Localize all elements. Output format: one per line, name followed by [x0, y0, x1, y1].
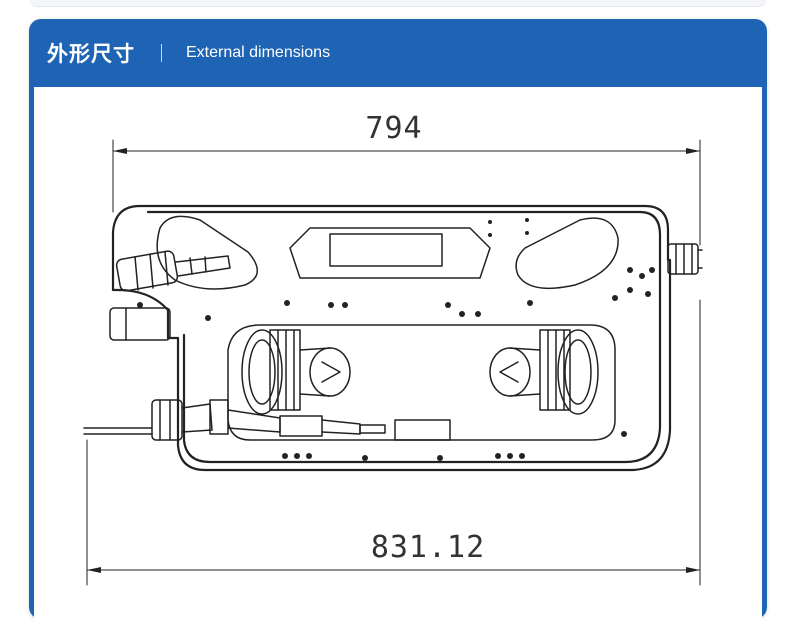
bottom-dimension-label: 831.12 [371, 530, 485, 565]
bottom-dimension: 831.12 [86, 299, 701, 586]
left-thruster-cutout [115, 215, 258, 292]
header-divider [161, 44, 162, 62]
panel-body [34, 87, 762, 627]
technical-drawing: 794 831.12 [83, 111, 703, 586]
top-dimension-label: 794 [365, 111, 422, 146]
top-strip [30, 0, 766, 7]
center-opening [227, 324, 616, 441]
panel-title-zh: 外形尺寸 [47, 42, 135, 66]
right-center-thruster [489, 329, 599, 415]
lower-cable-assembly [83, 399, 451, 441]
right-cutout [515, 217, 619, 290]
top-dimension: 794 [112, 111, 701, 246]
dimensions-panel: 外形尺寸 External dimensions [29, 19, 767, 627]
left-handle [109, 307, 171, 341]
panel-title-en: External dimensions [186, 44, 331, 61]
right-connector [667, 243, 703, 275]
panel-header: 外形尺寸 External dimensions [29, 19, 767, 87]
top-handle [289, 227, 491, 279]
mounting-holes [137, 218, 655, 461]
left-center-thruster [241, 329, 351, 415]
frame-outline [111, 204, 672, 472]
